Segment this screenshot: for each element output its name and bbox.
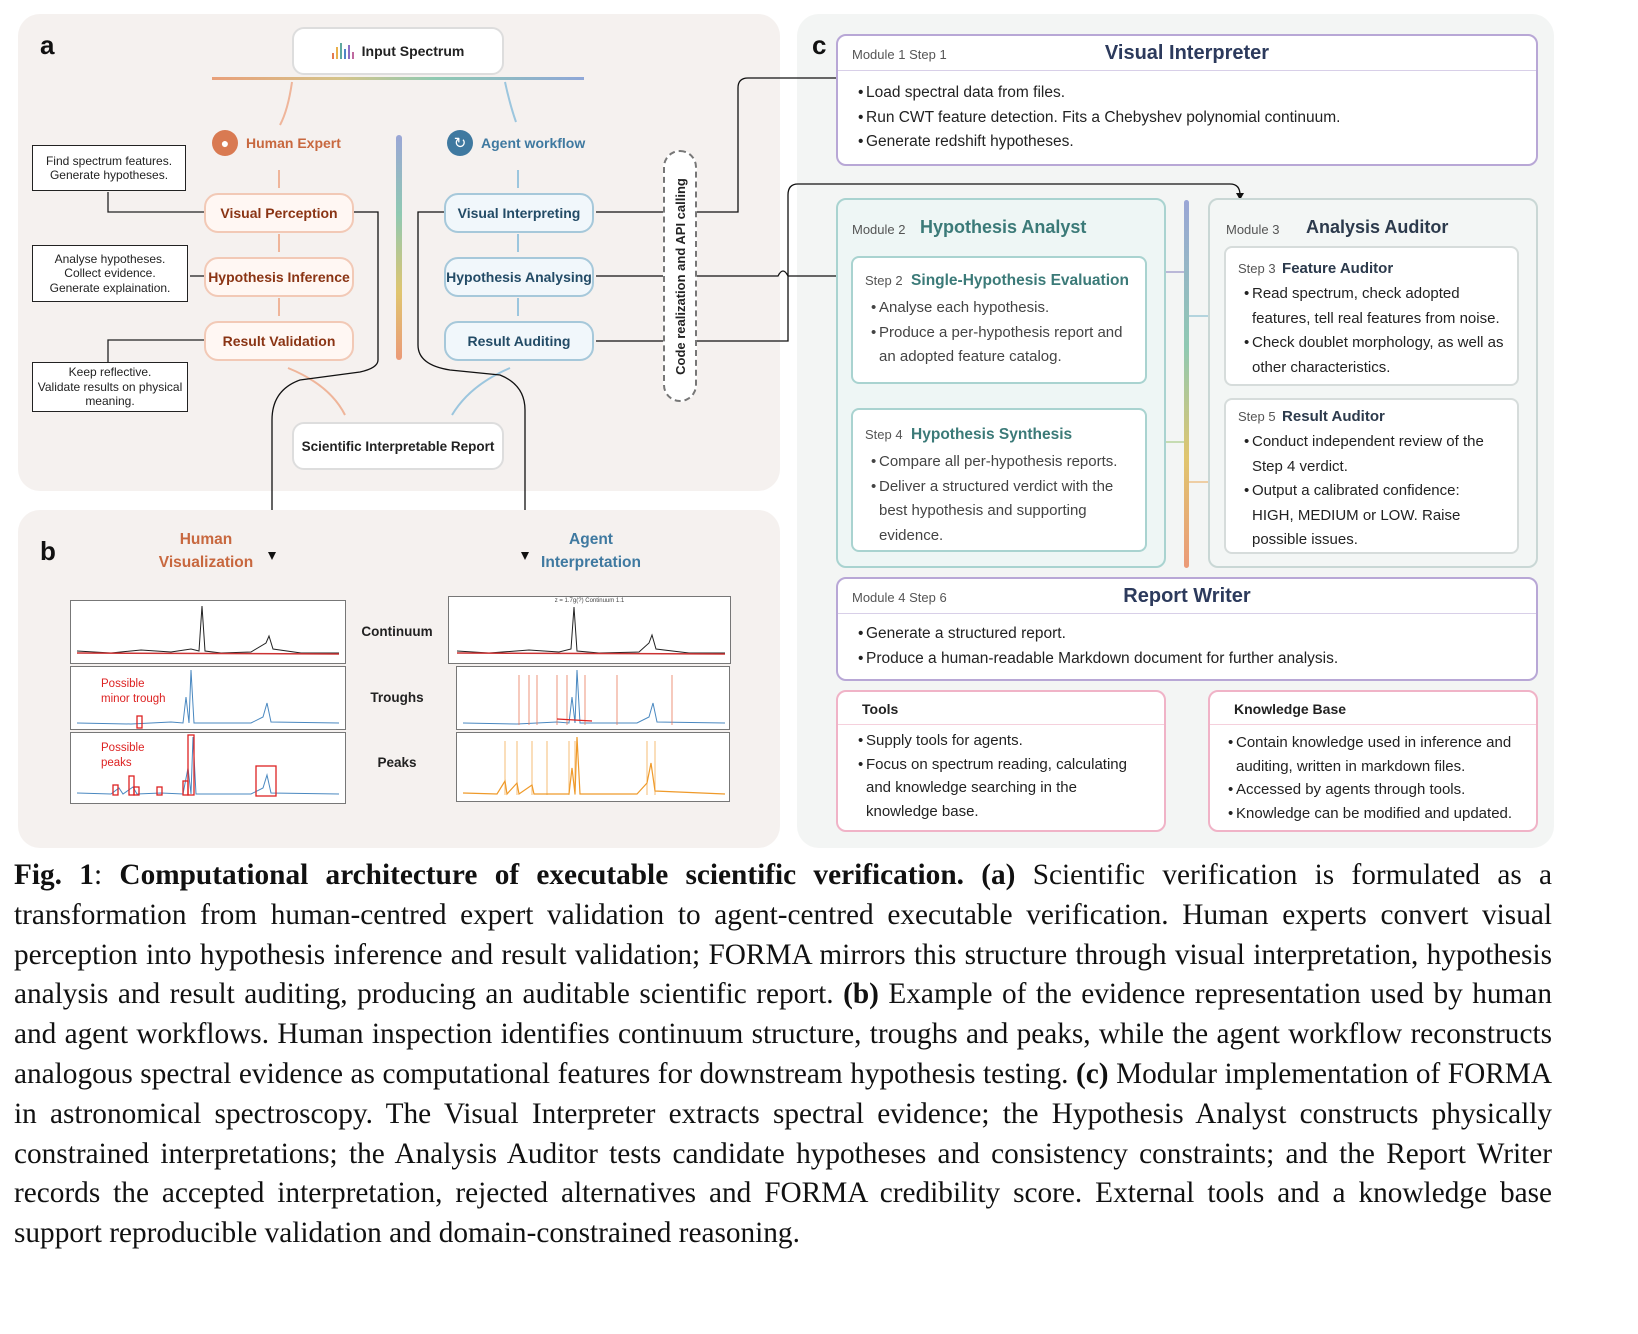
result-validation-step: Result Validation	[204, 321, 354, 361]
caption-a-text: Scientific verification is formulated as…	[14, 859, 1553, 1011]
agent-continuum-graphic	[456, 606, 726, 655]
panel-b-label: b	[40, 536, 56, 566]
peaks-spectrum-graphic	[76, 734, 340, 797]
human-troughs-plot: Possible minor trough	[70, 666, 346, 730]
tools-box: Tools Supply tools for agents. Focus on …	[836, 690, 1166, 832]
caption-b-text: Example of the evidence representation u…	[14, 978, 1552, 1090]
agent-continuum-plot: z = 1.7g(?) Continuum 1.1	[448, 596, 731, 664]
possible-peaks-annotation: Possible peaks	[101, 742, 145, 769]
module-4-step-label: Module 4 Step 6	[852, 590, 947, 605]
visual-perception-step: Visual Perception	[204, 193, 354, 233]
feature-auditor: Step 3 Feature Auditor Read spectrum, ch…	[1224, 246, 1519, 386]
hypothesis-analyst-title: Hypothesis Analyst	[920, 217, 1087, 237]
human-peaks-plot: Possible peaks	[70, 732, 346, 804]
note-find-features: Find spectrum features. Generate hypothe…	[32, 145, 186, 191]
knowledge-base-title: Knowledge Base	[1234, 701, 1347, 717]
hypothesis-synthesis-title: Hypothesis Synthesis	[911, 426, 1073, 443]
caption-c-text: Modular implementation of FORMA in astro…	[14, 1057, 1553, 1250]
panel-c-label: c	[812, 30, 827, 60]
figure-number: Fig. 1	[14, 859, 94, 891]
possible-trough-annotation: Possible minor trough	[101, 678, 166, 705]
knowledge-base-box: Knowledge Base Contain knowledge used in…	[1208, 690, 1538, 832]
module-1-bullets: Load spectral data from files. Run CWT f…	[838, 71, 1536, 165]
agent-troughs-plot	[456, 666, 730, 730]
agent-workflow-header: ↻ Agent workflow	[447, 130, 585, 156]
figure-title: Computational architecture of executable…	[119, 859, 964, 891]
human-expert-header: ● Human Expert	[212, 130, 341, 156]
module-4-bullets: Generate a structured report. Produce a …	[838, 614, 1536, 679]
agent-interpretation-title: Agent Interpretation	[541, 531, 641, 571]
panel-a-label: a	[40, 30, 55, 60]
visual-interpreting-step: Visual Interpreting	[444, 193, 594, 233]
visual-interpreter-module: Module 1 Step 1 Visual Interpreter Load …	[836, 34, 1538, 166]
report-writer-module: Module 4 Step 6 Report Writer Generate a…	[836, 577, 1538, 681]
agent-plot-title: z = 1.7g(?) Continuum 1.1	[554, 598, 625, 604]
note-analyse-hypotheses: Analyse hypotheses. Collect evidence. Ge…	[32, 245, 188, 302]
continuum-spectrum-graphic	[76, 605, 340, 655]
spectrum-icon	[331, 43, 354, 59]
person-icon: ●	[212, 130, 238, 156]
agent-peaks-graphic	[462, 736, 726, 796]
report-writer-title: Report Writer	[1123, 585, 1251, 607]
module-1-step-label: Module 1 Step 1	[852, 47, 947, 62]
module-2-label: Module 2	[852, 222, 906, 237]
feature-auditor-title: Feature Auditor	[1282, 260, 1394, 277]
panel-b-arrowheads	[268, 552, 529, 560]
single-hypothesis-evaluation: Step 2 Single-Hypothesis Evaluation Anal…	[851, 256, 1147, 384]
hypothesis-synthesis: Step 4 Hypothesis Synthesis Compare all …	[851, 408, 1147, 552]
panel-a-connectors	[107, 77, 665, 555]
hypothesis-analysing-step: Hypothesis Analysing	[444, 257, 594, 297]
agent-peaks-plot	[456, 732, 730, 802]
module-3-label: Module 3	[1226, 222, 1280, 237]
result-auditor: Step 5 Result Auditor Conduct independen…	[1224, 398, 1519, 554]
row-label-peaks: Peaks	[377, 755, 417, 770]
code-realization-capsule: Code realization and API calling	[663, 150, 697, 402]
figure-caption: Fig. 1: Computational architecture of ex…	[14, 859, 1553, 1250]
row-label-troughs: Troughs	[370, 690, 424, 705]
input-spectrum-box: Input Spectrum	[292, 27, 504, 75]
scientific-report-box: Scientific Interpretable Report	[292, 422, 504, 470]
note-keep-reflective: Keep reflective. Validate results on phy…	[32, 362, 188, 412]
agent-troughs-graphic	[462, 669, 726, 725]
human-continuum-plot	[70, 600, 346, 664]
result-auditing-step: Result Auditing	[444, 321, 594, 361]
analysis-auditor-title: Analysis Auditor	[1306, 217, 1449, 237]
result-auditor-title: Result Auditor	[1282, 408, 1385, 425]
troughs-spectrum-graphic	[76, 669, 340, 729]
tools-title: Tools	[862, 701, 899, 717]
input-spectrum-label: Input Spectrum	[361, 43, 465, 59]
single-hypothesis-title: Single-Hypothesis Evaluation	[911, 272, 1129, 289]
row-label-continuum: Continuum	[361, 624, 433, 639]
hypothesis-inference-step: Hypothesis Inference	[204, 257, 354, 297]
visual-interpreter-title: Visual Interpreter	[1104, 42, 1270, 64]
human-visualization-title: Human Visualization	[158, 531, 254, 571]
cycle-icon: ↻	[447, 130, 473, 156]
